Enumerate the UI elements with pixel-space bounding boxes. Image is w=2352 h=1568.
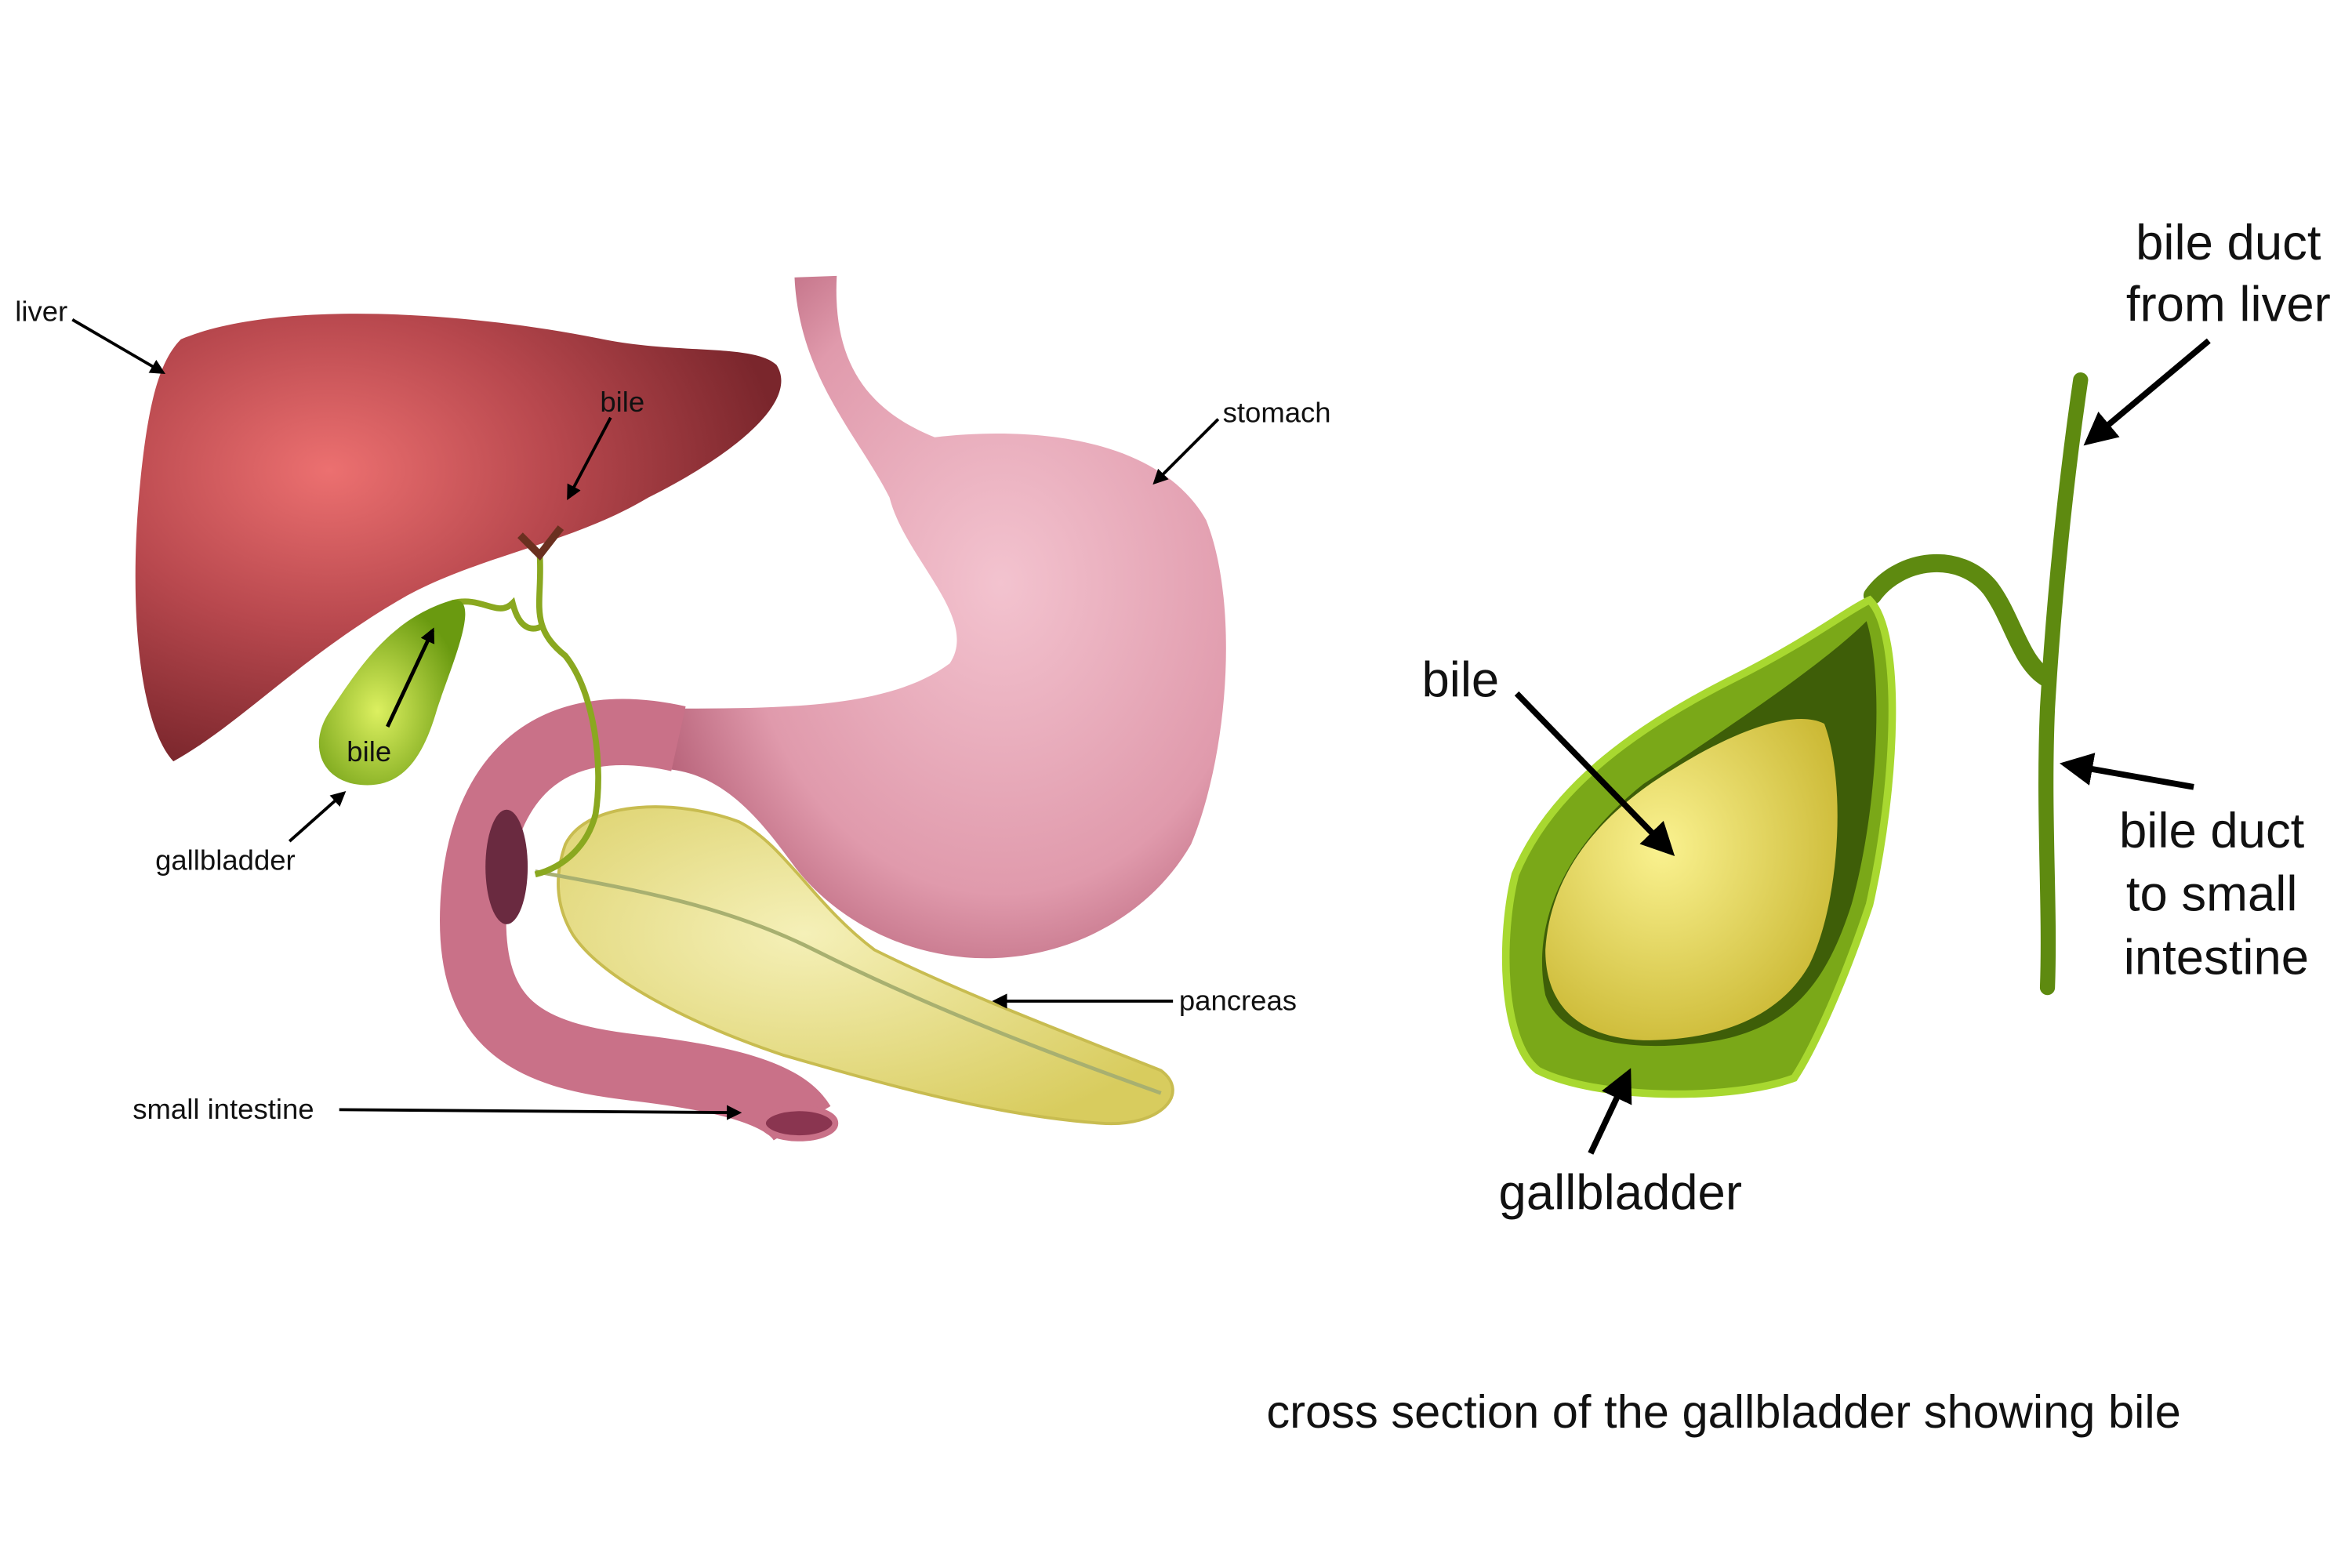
stomach-arrow (1152, 418, 1220, 485)
bile-gallbladder-arrow (386, 627, 435, 728)
cystic-duct-left (451, 597, 545, 632)
label-bile-top: bile (600, 386, 644, 418)
label-bile-duct-to-intestine-line2: to small (2126, 867, 2298, 922)
label-bile-duct-to-intestine-line1: bile duct (2119, 804, 2305, 858)
intestine-end-opening (760, 1105, 839, 1142)
duodenum-opening (485, 809, 528, 924)
bile-duct-left (534, 554, 601, 878)
bile-duct-in-liver (517, 525, 564, 561)
caption: cross section of the gallbladder showing… (1266, 1385, 2180, 1438)
small-intestine (440, 699, 831, 1143)
bile-top-arrow (567, 416, 612, 501)
cystic-duct-right (1863, 554, 2057, 688)
pancreas (557, 805, 1174, 1126)
label-stomach: stomach (1223, 396, 1331, 428)
bile-right (1545, 719, 1838, 1040)
label-small-intestine: small intestine (132, 1093, 314, 1125)
bile-duct-to-intestine-arrow (2060, 753, 2194, 790)
pancreatic-duct (535, 869, 1162, 1095)
label-pancreas: pancreas (1179, 984, 1297, 1016)
gallbladder-left (318, 600, 466, 786)
esophagus-stomach (663, 275, 1226, 959)
small-intestine-arrow (339, 1105, 742, 1120)
label-gallbladder-right: gallbladder (1499, 1165, 1742, 1220)
label-liver: liver (15, 296, 67, 328)
liver-arrow (71, 318, 166, 374)
gallbladder-right-arrow (1588, 1068, 1632, 1155)
label-bile-duct-from-liver-line2: from liver (2126, 278, 2331, 332)
gallbladder-arrow (288, 790, 347, 843)
bile-arrow (1514, 691, 1675, 857)
bile-duct-from-liver-arrow (2083, 338, 2211, 446)
label-bile-duct-from-liver-line1: bile duct (2136, 216, 2321, 270)
label-bile-duct-to-intestine-line3: intestine (2124, 930, 2309, 985)
liver (135, 314, 782, 762)
label-bile-right: bile (1421, 652, 1499, 707)
label-bile-gallbladder: bile (347, 735, 391, 768)
bile-duct-from-liver (2038, 372, 2089, 996)
label-gallbladder: gallbladder (155, 844, 296, 877)
